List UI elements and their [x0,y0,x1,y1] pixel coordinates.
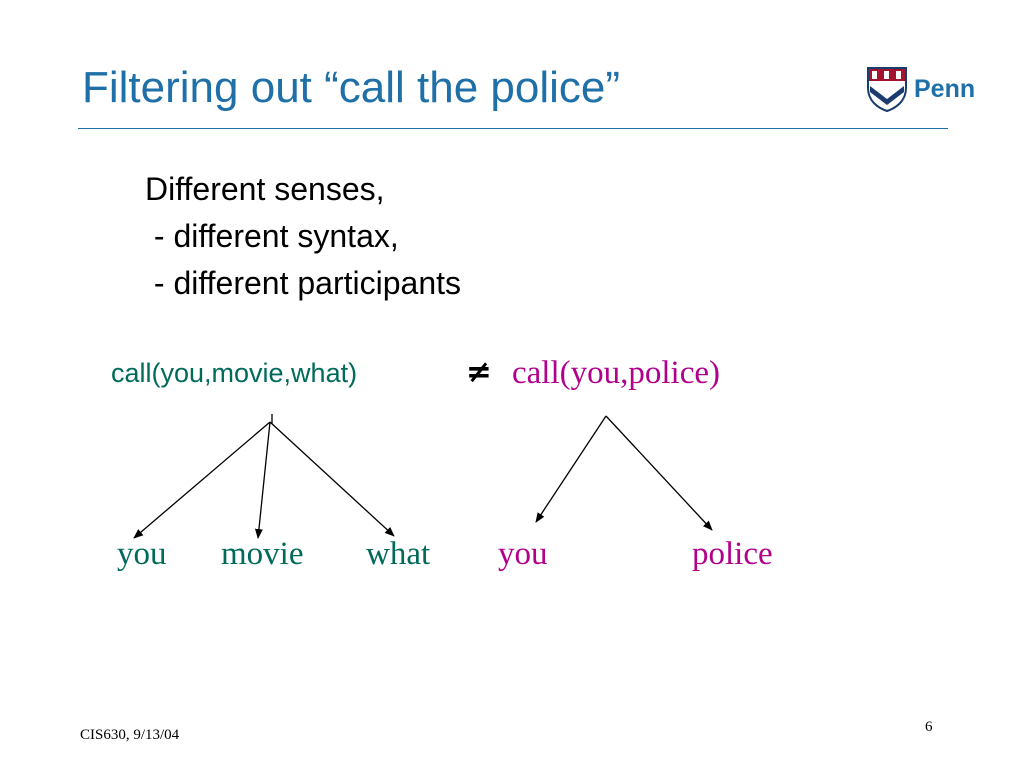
penn-shield-icon [867,67,907,112]
arrow-what [269,421,395,537]
leaf-police: police [692,536,773,572]
right-expression: call(you,police) [512,355,720,391]
arrow-police [605,415,713,531]
title-divider [78,128,948,129]
leaf-movie: movie [221,536,304,572]
not-equal-symbol: ≠ [466,354,492,390]
leaf-you: you [117,536,167,572]
bullet-list: Different senses, - different syntax, - … [145,166,461,307]
left-expression: call(you,movie,what) [111,358,358,388]
footer-course-date: CIS630, 9/13/04 [80,727,180,743]
logo-text: Penn [914,74,976,103]
leaf-you-right: you [498,536,548,572]
page-number: 6 [925,719,933,735]
leaf-what: what [366,536,431,572]
slide-title: Filtering out “call the police” [82,63,621,112]
arrow-you-right [535,415,607,523]
bullet-line: - different syntax, [145,218,399,254]
bullet-line: - different participants [145,265,462,301]
arrow-movie [254,421,271,539]
penn-logo: Penn [866,66,975,112]
bullet-line: Different senses, [145,171,385,207]
arrow-you [133,421,271,539]
